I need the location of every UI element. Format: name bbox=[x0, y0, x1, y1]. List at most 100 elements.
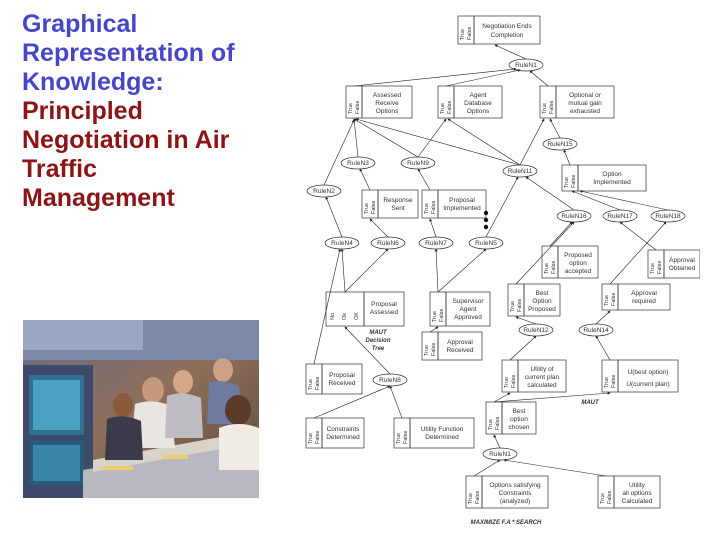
rule-n2-label: RuleN2 bbox=[313, 188, 335, 195]
tf-t-17: True bbox=[308, 433, 314, 444]
assessed-l2: Receive bbox=[375, 100, 399, 107]
rule-n14-label: RuleN14 bbox=[583, 327, 609, 334]
assessed-l1: Assessed bbox=[373, 92, 402, 99]
proposal-rec-box bbox=[321, 363, 363, 395]
tf-t-1: True bbox=[348, 103, 354, 114]
approval-req-l1: Approval bbox=[631, 290, 657, 297]
tf-t-20: True bbox=[600, 493, 606, 504]
tf-f-20: False bbox=[607, 491, 613, 504]
tf-f-9: False bbox=[517, 299, 523, 312]
best-chosen-box bbox=[501, 401, 537, 435]
title-line-3: Knowledge: bbox=[22, 68, 292, 97]
tf-t-6: True bbox=[424, 203, 430, 214]
utility-fn-box bbox=[409, 417, 475, 449]
tf-f-14: False bbox=[511, 375, 517, 388]
utility-all-l2: all options bbox=[622, 490, 652, 497]
maut-decision-l2: Decision bbox=[365, 338, 390, 344]
title-line-6: Traffic bbox=[22, 155, 98, 183]
optional-box bbox=[555, 85, 615, 119]
ok2-label: OK bbox=[354, 312, 360, 320]
proposal-assessed-l2: Assessed bbox=[370, 309, 399, 316]
agent-l1: Agent bbox=[470, 92, 487, 99]
tf-f-8: False bbox=[657, 261, 663, 274]
tf-f-1: False bbox=[355, 101, 361, 114]
maut-decision-l1: MAUT bbox=[369, 330, 388, 336]
rule-n5-label: RuleN5 bbox=[475, 240, 497, 247]
proposal-assessed-l1: Proposal bbox=[371, 301, 397, 308]
response-box bbox=[377, 189, 419, 219]
tf-false-top: False bbox=[467, 27, 473, 40]
tf-f-17: False bbox=[315, 431, 321, 444]
tf-f-3: False bbox=[549, 101, 555, 114]
tf-f-11: False bbox=[439, 309, 445, 322]
tf-f-16: False bbox=[495, 417, 501, 430]
utility-current-box bbox=[517, 359, 567, 393]
proposal-assessed-box bbox=[363, 291, 405, 327]
tf-t-4: True bbox=[564, 177, 570, 188]
options-sat-l3: (analyzed) bbox=[500, 498, 530, 505]
utility-all-l1: Utility bbox=[629, 482, 646, 489]
top-node-line1: Negotiation Ends bbox=[482, 23, 532, 30]
slide-title: Graphical Representation of Knowledge: P… bbox=[22, 10, 292, 213]
constraints-box bbox=[321, 417, 365, 449]
best-l1: Best bbox=[535, 290, 548, 297]
tf-f-19: False bbox=[475, 491, 481, 504]
proposed-box bbox=[557, 245, 599, 279]
approval-rec-box bbox=[437, 331, 483, 361]
supervisor-l2: Agent bbox=[460, 306, 477, 313]
proposal-impl-l1: Proposal bbox=[449, 197, 475, 204]
rule-n8-label: RuleN8 bbox=[379, 377, 401, 384]
no-label: No bbox=[330, 313, 336, 320]
proposed-l2: option bbox=[569, 260, 587, 267]
proposed-l3: accepted bbox=[565, 268, 592, 275]
tf-t-18: True bbox=[396, 433, 402, 444]
option-impl-box bbox=[577, 164, 647, 192]
tf-t-7: True bbox=[544, 263, 550, 274]
tf-t-14: True bbox=[504, 377, 510, 388]
approval-req-l2: required bbox=[632, 298, 656, 305]
tf-f-12: False bbox=[431, 343, 437, 356]
approval-rec-l1: Approval bbox=[447, 339, 473, 346]
maximize-label: MAXIMIZE F.A * SEARCH bbox=[471, 520, 542, 526]
best-l3: Proposed bbox=[528, 306, 556, 313]
title-colon: : bbox=[155, 68, 164, 96]
tf-f-2: False bbox=[447, 101, 453, 114]
maut-label: MAUT bbox=[581, 400, 600, 406]
proposed-l1: Proposed bbox=[564, 252, 592, 259]
title-line-7: Management bbox=[22, 184, 175, 212]
rule-n15-label: RuleN15 bbox=[547, 141, 573, 148]
tf-t-2: True bbox=[440, 103, 446, 114]
rule-n3-label: RuleN3 bbox=[347, 160, 369, 167]
tf-f-7: False bbox=[551, 261, 557, 274]
ubest-l1: U(best option) bbox=[628, 369, 669, 376]
tf-f-5: False bbox=[371, 201, 377, 214]
agent-l2: Database bbox=[464, 100, 492, 107]
supervisor-box bbox=[445, 291, 491, 327]
constraints-l1: Constraints bbox=[327, 426, 361, 433]
knowledge-diagram: True False Negotiation Ends Completion R… bbox=[305, 15, 700, 526]
tf-t-13: True bbox=[308, 379, 314, 390]
ubest-l2: U(current plan) bbox=[626, 381, 669, 388]
response-l1: Response bbox=[383, 197, 413, 204]
approval-obt-l1: Approval bbox=[669, 257, 695, 264]
proposal-rec-l1: Proposal bbox=[329, 372, 355, 379]
supervisor-l1: Supervisor bbox=[452, 298, 484, 305]
tf-t-16: True bbox=[488, 419, 494, 430]
rule-n4-label: RuleN4 bbox=[331, 240, 353, 247]
rule-n6-label: RuleN6 bbox=[377, 240, 399, 247]
agent-box bbox=[453, 85, 503, 119]
utility-fn-l1: Utility Function bbox=[421, 426, 464, 433]
title-line-2: Representation of bbox=[22, 39, 235, 67]
tf-t-19: True bbox=[468, 493, 474, 504]
rule-n7-label: RuleN7 bbox=[425, 240, 447, 247]
maut-decision-l3: Tree bbox=[372, 346, 385, 352]
optional-l3: exhausted bbox=[570, 108, 600, 115]
tf-t-3: True bbox=[542, 103, 548, 114]
tf-f-4: False bbox=[571, 175, 577, 188]
assessed-l3: Options bbox=[376, 108, 399, 115]
tf-t-12: True bbox=[424, 345, 430, 356]
title-line-4: Principled bbox=[22, 97, 143, 125]
utility-fn-l2: Determined bbox=[425, 434, 459, 441]
top-node-box bbox=[473, 15, 541, 45]
tf-t-10: True bbox=[604, 295, 610, 306]
